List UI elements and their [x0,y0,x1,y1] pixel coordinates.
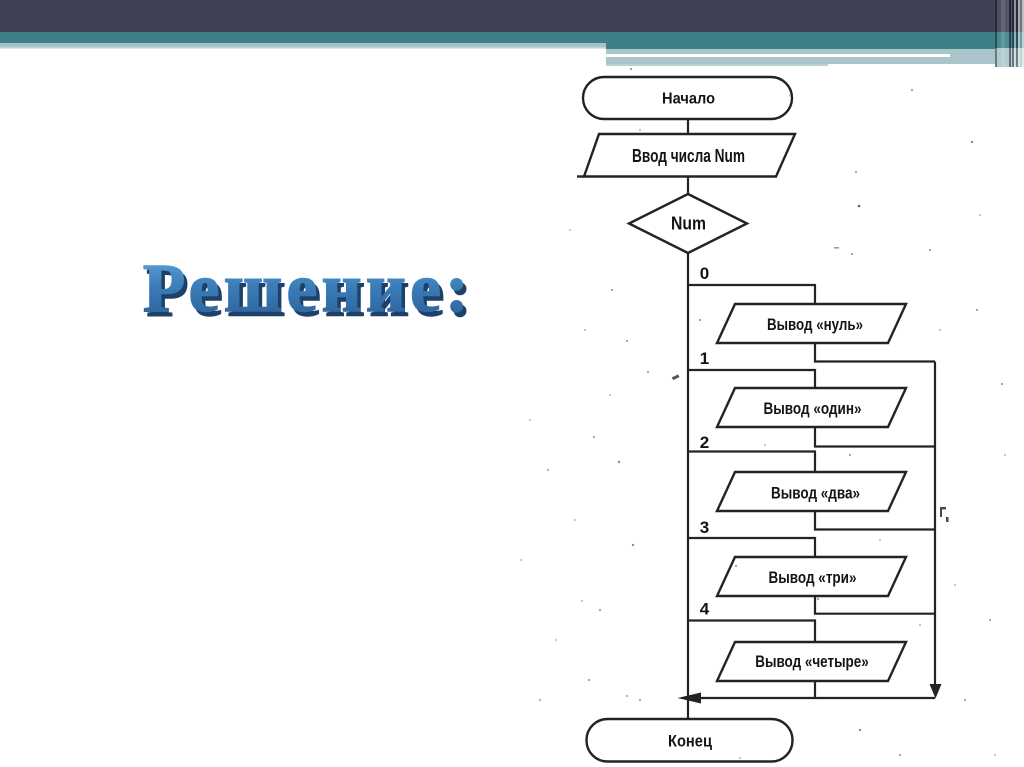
svg-text:1: 1 [700,349,709,368]
svg-text:Num: Num [671,214,706,234]
svg-text:Начало: Начало [662,91,715,108]
svg-text:Вывод «четыре»: Вывод «четыре» [755,652,869,671]
svg-text:3: 3 [700,518,709,537]
svg-text:Ввод числа Num: Ввод числа Num [632,146,745,166]
svg-text:Вывод «три»: Вывод «три» [769,568,857,587]
svg-text:2: 2 [700,433,709,452]
svg-text:Конец: Конец [668,732,712,751]
svg-text:Решение:: Решение: [147,255,477,331]
svg-text:Вывод «нуль»: Вывод «нуль» [767,315,863,334]
svg-text:0: 0 [700,264,709,283]
svg-text:Решение:: Решение: [143,250,473,326]
svg-text:4: 4 [700,600,710,619]
svg-text:Вывод «один»: Вывод «один» [764,399,862,418]
svg-text:Вывод «два»: Вывод «два» [771,484,860,503]
